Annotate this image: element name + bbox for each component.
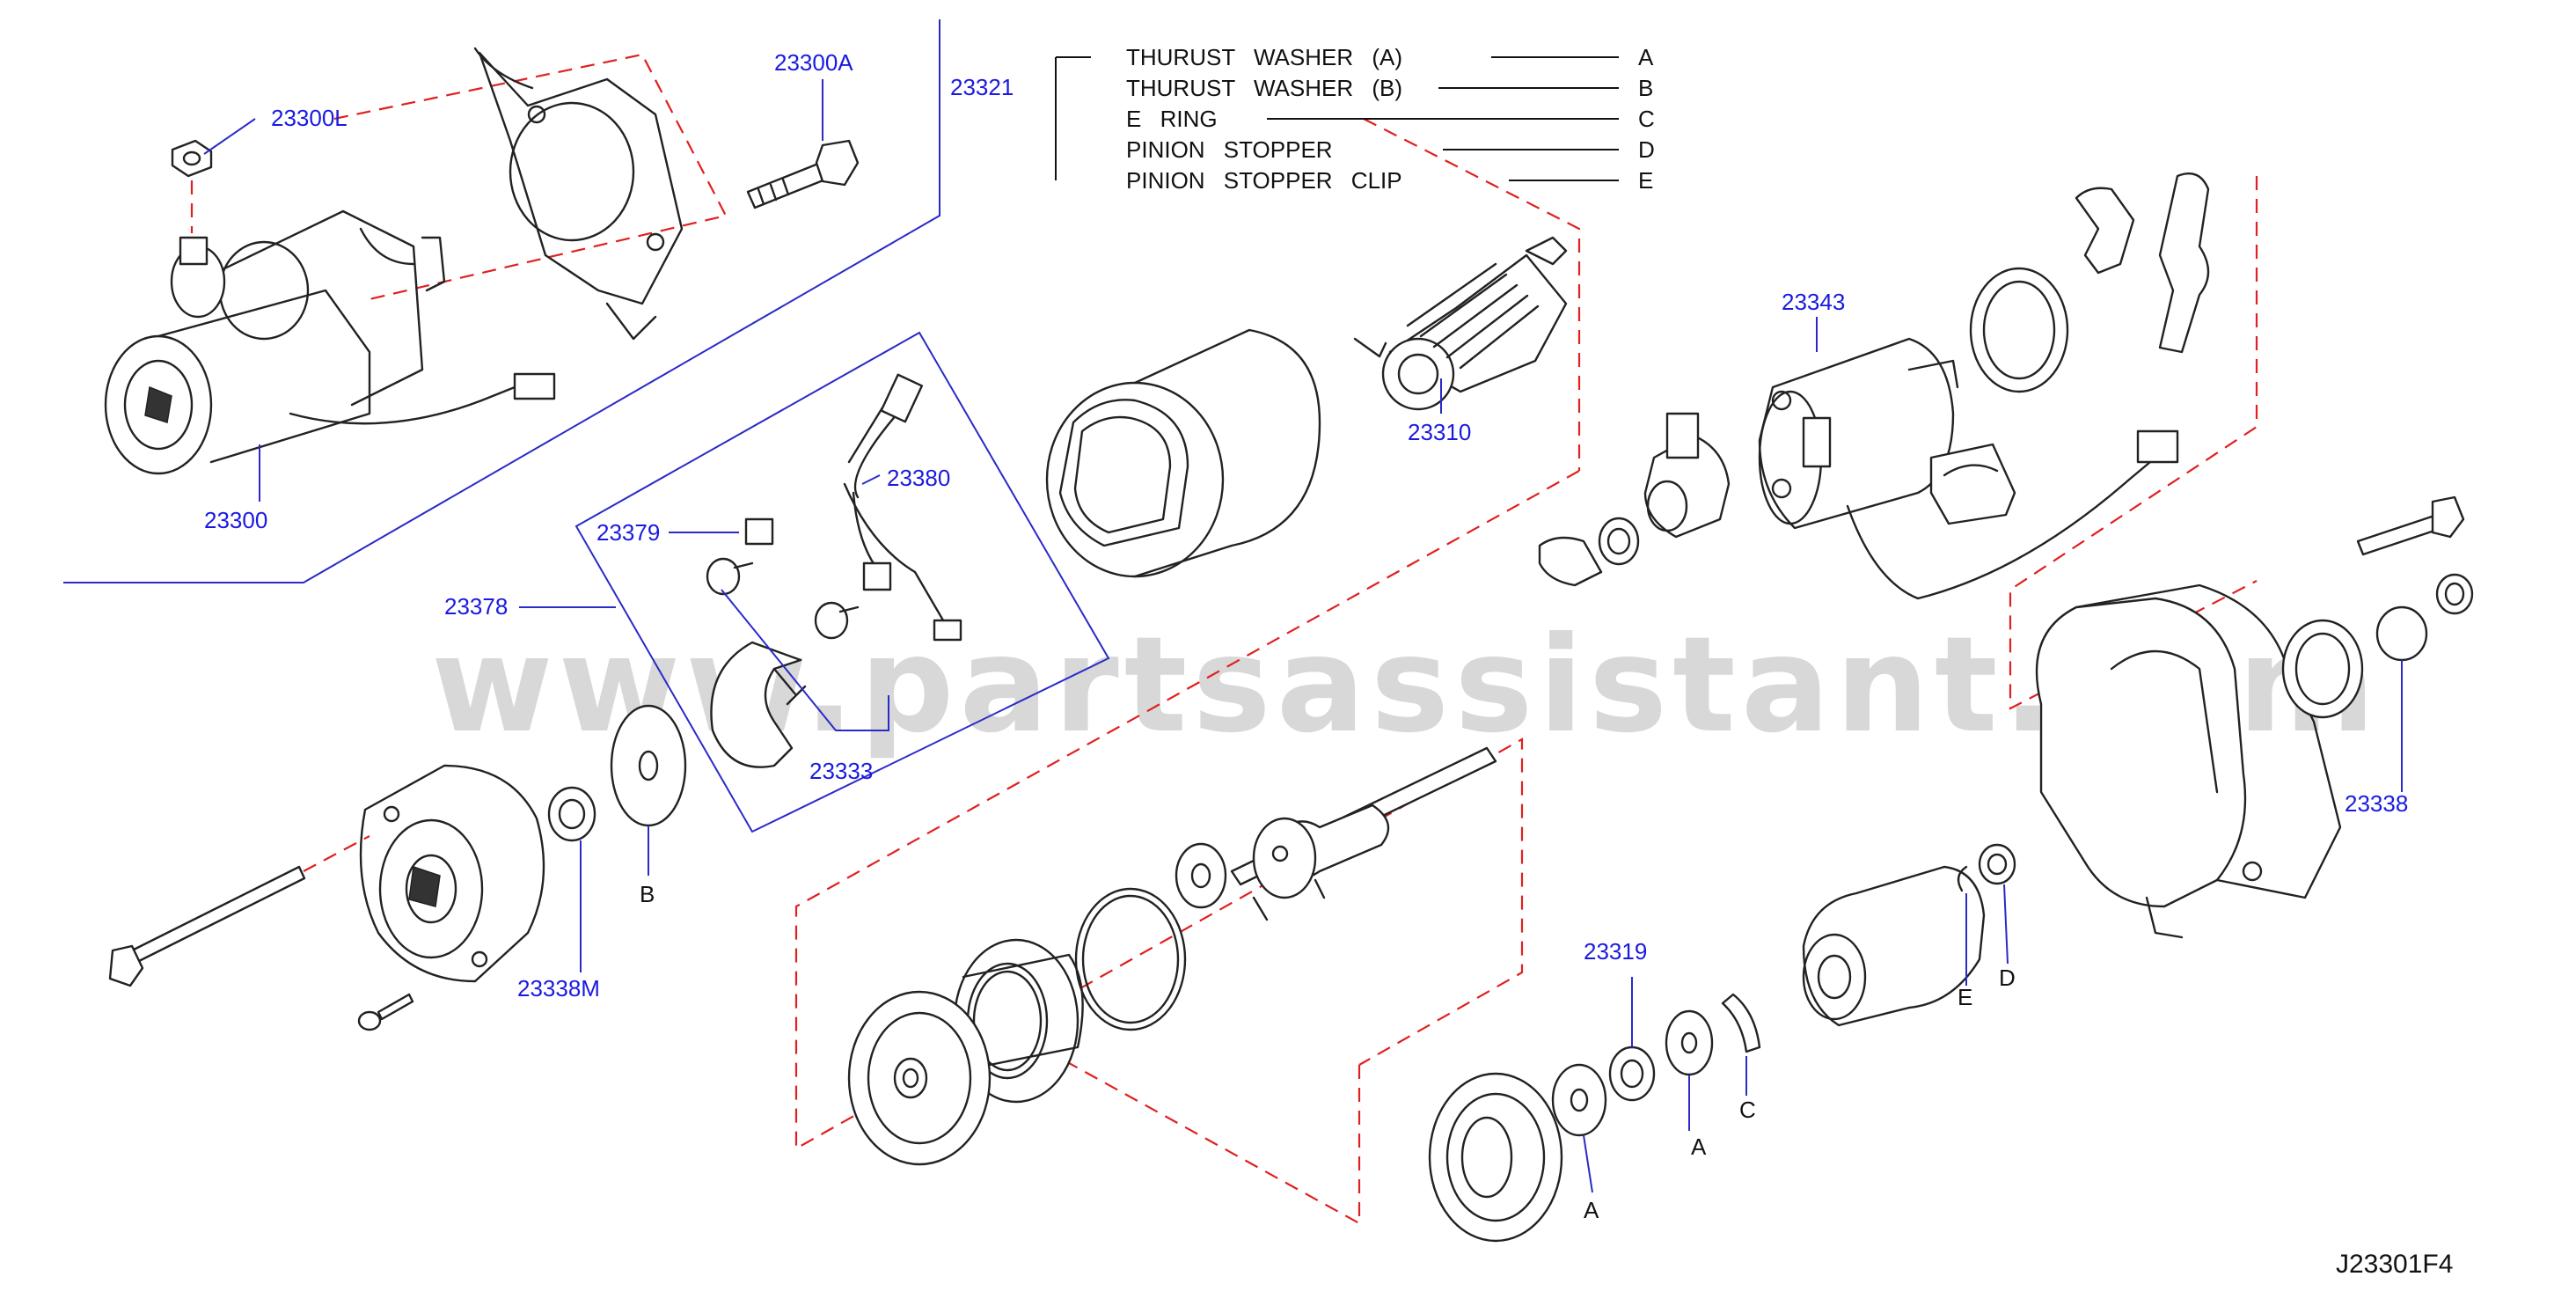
legend-group-code: 23321 xyxy=(950,74,1014,100)
nut-part xyxy=(171,139,213,233)
bearing-part xyxy=(1608,1046,1656,1102)
bushing-part xyxy=(547,786,596,842)
stopper-ring-part xyxy=(1978,843,2016,885)
legend-item-name: THURUST WASHER (A) xyxy=(1126,44,1402,70)
dashed-guide-armature xyxy=(1363,118,1581,471)
thrust-washer-b-part xyxy=(610,704,687,827)
legend-item-name: PINION STOPPER xyxy=(1126,136,1333,163)
callout-23319: 23319 xyxy=(1584,938,1647,965)
callout-letter-A: A xyxy=(1691,1134,1707,1160)
callout-23333: 23333 xyxy=(809,758,873,784)
pinion-gear-part xyxy=(1802,865,1986,1027)
front-bolt-part xyxy=(2356,495,2465,556)
callout-23338: 23338 xyxy=(2345,790,2408,817)
screw-part xyxy=(357,993,414,1031)
through-bolt-part xyxy=(108,835,370,987)
dashed-guide-pinion xyxy=(976,1011,1361,1225)
leader-D xyxy=(2003,884,2009,965)
legend-item-key: C xyxy=(1638,106,1655,132)
front-housing-part xyxy=(2035,583,2364,939)
pinion-small-gear-part xyxy=(1175,842,1227,909)
callout-23379: 23379 xyxy=(596,519,660,546)
spring-seat-part xyxy=(1598,517,1640,566)
solenoid-part xyxy=(1758,337,2179,600)
plunger-part xyxy=(1643,412,1731,539)
starter-assembly-part xyxy=(104,209,556,475)
e-ring-part xyxy=(1721,993,1761,1053)
brush-holder-part xyxy=(843,373,962,642)
dashed-guide-top xyxy=(333,53,728,301)
callout-23378: 23378 xyxy=(444,593,508,620)
callout-letter-D: D xyxy=(1999,965,2016,991)
yoke-field-coil-part xyxy=(1045,328,1321,578)
callout-letter-B: B xyxy=(640,881,655,907)
legend-item-key: E xyxy=(1638,167,1653,194)
mounting-bracket-part xyxy=(473,47,684,341)
assembly-boundary-line xyxy=(63,19,940,583)
leader-23333 xyxy=(721,589,889,731)
rear-cover-part xyxy=(359,764,545,983)
diagram-code: J23301F4 xyxy=(2336,1250,2453,1279)
legend-item-key: D xyxy=(1638,136,1655,163)
planetary-shaft-part xyxy=(1230,746,1497,921)
thrust-washer-a-left-part xyxy=(1551,1063,1607,1137)
front-bushing-part xyxy=(2375,573,2474,662)
lever-part xyxy=(1538,536,1603,587)
armature-part xyxy=(1353,236,1568,411)
callout-23310: 23310 xyxy=(1408,419,1471,445)
stopper-clip-part xyxy=(2075,172,2210,354)
callout-23380: 23380 xyxy=(887,465,950,491)
callout-letter-C: C xyxy=(1739,1097,1756,1123)
legend-table: 23321 THURUST WASHER (A) THURUST WASHER … xyxy=(950,44,1655,194)
legend-item-name: PINION STOPPER CLIP xyxy=(1126,167,1402,194)
leader-23380 xyxy=(861,474,881,485)
center-bracket-part xyxy=(847,990,992,1166)
rubber-packing-part xyxy=(1929,443,2016,525)
legend-item-name: THURUST WASHER (B) xyxy=(1126,75,1402,101)
callout-23300L: 23300L xyxy=(271,105,348,131)
brush-group-boundary xyxy=(574,331,1110,833)
callout-letter-A: A xyxy=(1584,1197,1599,1223)
leader-23300L xyxy=(203,118,256,155)
cover-ring-part xyxy=(1428,1072,1563,1243)
legend-item-name: E RING xyxy=(1126,106,1218,132)
callout-23300: 23300 xyxy=(204,507,267,533)
callout-23338M: 23338M xyxy=(517,975,600,1002)
dust-cover-part xyxy=(1969,267,2069,393)
legend-item-key: A xyxy=(1638,44,1654,70)
callout-letter-E: E xyxy=(1958,984,1972,1010)
gasket-ring-part xyxy=(1074,887,1187,1031)
bolt-part xyxy=(746,139,860,209)
thrust-washer-a-right-part xyxy=(1665,1009,1714,1076)
legend-item-key: B xyxy=(1638,75,1653,101)
clip-ring-part xyxy=(1957,865,1968,892)
brush-part xyxy=(706,517,860,640)
callout-23300A: 23300A xyxy=(774,49,853,76)
leader-A-left xyxy=(1583,1134,1593,1193)
callout-23343: 23343 xyxy=(1782,289,1845,315)
